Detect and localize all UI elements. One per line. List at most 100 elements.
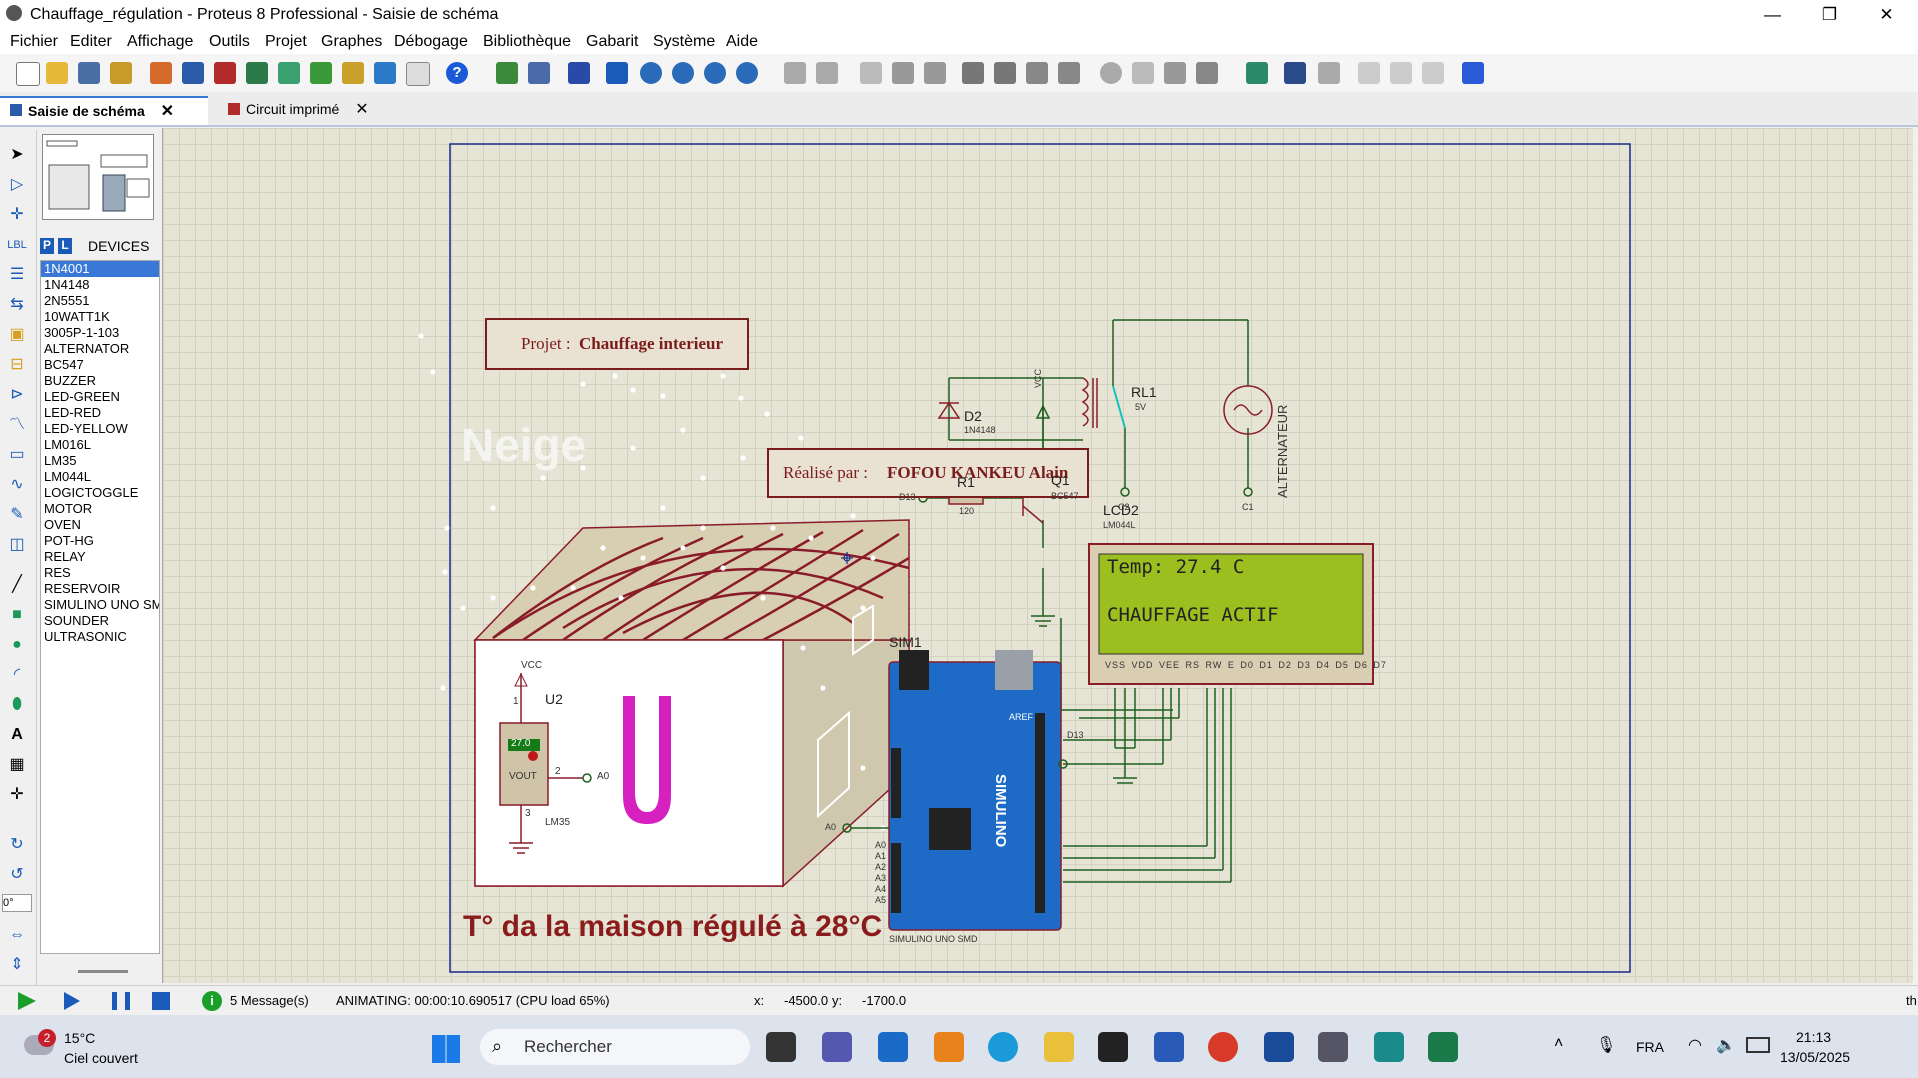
library-button[interactable]: L	[58, 238, 72, 254]
zoom-out-icon[interactable]	[672, 62, 694, 84]
schematic-icon[interactable]	[182, 62, 204, 84]
terminals-icon[interactable]: ⊟	[10, 356, 24, 373]
device-list-item[interactable]: LM35	[44, 453, 77, 468]
store-icon[interactable]	[878, 1032, 908, 1062]
device-list-item[interactable]: BC547	[44, 357, 84, 372]
language-indicator[interactable]: FRA	[1636, 1039, 1664, 1055]
help-icon[interactable]: ?	[446, 62, 468, 84]
device-list-item[interactable]: RESERVOIR	[44, 581, 121, 596]
path-icon[interactable]: ⬮	[11, 696, 23, 713]
chevron-up-icon[interactable]: ˄	[1554, 1035, 1564, 1052]
device-list-item[interactable]: LOGICTOGGLE	[44, 485, 139, 500]
file-explorer-icon[interactable]	[1044, 1032, 1074, 1062]
edge-icon[interactable]	[988, 1032, 1018, 1062]
text-icon[interactable]: A	[11, 726, 23, 743]
menu-graphes[interactable]: Graphes	[321, 33, 383, 50]
gerber-icon[interactable]	[310, 62, 332, 84]
device-list-item[interactable]: LM044L	[44, 469, 91, 484]
virtual-instrument-icon[interactable]: ◫	[9, 536, 25, 553]
refresh-icon[interactable]	[496, 62, 518, 84]
mirror-x-icon[interactable]: ⇔	[9, 926, 25, 943]
line-icon[interactable]: ╱	[12, 576, 22, 593]
paste-icon[interactable]	[924, 62, 946, 84]
messages-count[interactable]: 5 Message(s)	[230, 993, 309, 1008]
step-button[interactable]	[64, 992, 80, 1010]
close-tab-icon[interactable]: ✕	[160, 103, 175, 120]
new-sheet-icon[interactable]	[1358, 62, 1380, 84]
minimize-button[interactable]: —	[1764, 5, 1781, 24]
battery-icon[interactable]	[1746, 1037, 1770, 1053]
app-icon[interactable]	[1428, 1032, 1458, 1062]
schematic-canvas[interactable]: Projet : Chauffage interieur Réalisé par…	[162, 128, 1913, 983]
device-list-item[interactable]: RES	[44, 565, 71, 580]
component-mode-icon[interactable]: ▷	[10, 176, 24, 193]
package-icon[interactable]	[1164, 62, 1186, 84]
close-button[interactable]: ✕	[1879, 5, 1894, 24]
remove-sheet-icon[interactable]	[1390, 62, 1412, 84]
microphone-icon[interactable]: 🎙	[1596, 1037, 1617, 1054]
volume-icon[interactable]: 🔈	[1716, 1037, 1736, 1054]
mirror-y-icon[interactable]: ⇕	[10, 956, 24, 973]
undo-icon[interactable]	[784, 62, 806, 84]
menu-fichier[interactable]: Fichier	[10, 33, 59, 50]
menu-outils[interactable]: Outils	[209, 33, 250, 50]
open-folder-icon[interactable]	[46, 62, 68, 84]
voltage-probe-icon[interactable]: ✎	[10, 506, 24, 523]
make-device-icon[interactable]	[1132, 62, 1154, 84]
play-button[interactable]	[18, 992, 36, 1010]
device-list-item[interactable]: LM016L	[44, 437, 91, 452]
tab-saisie-de-schema[interactable]: Saisie de schéma ✕	[0, 96, 208, 125]
wire-autorouter-icon[interactable]	[1246, 62, 1268, 84]
junction-dot-icon[interactable]: ✛	[10, 206, 24, 223]
menu-aide[interactable]: Aide	[726, 33, 759, 50]
menu-debogage[interactable]: Débogage	[394, 33, 468, 50]
search-tag-icon[interactable]	[1284, 62, 1306, 84]
box-icon[interactable]: ■	[12, 606, 22, 623]
rotate-cw-icon[interactable]: ↻	[10, 836, 24, 853]
menu-systeme[interactable]: Système	[653, 33, 716, 50]
import-icon[interactable]	[110, 62, 132, 84]
search-part-icon[interactable]	[1100, 62, 1122, 84]
device-list-item[interactable]: 3005P-1-103	[44, 325, 120, 340]
stop-button[interactable]	[152, 992, 170, 1010]
close-tab-icon[interactable]: ✕	[355, 101, 369, 118]
device-list-item[interactable]: POT-HG	[44, 533, 94, 548]
document-icon[interactable]	[406, 62, 430, 86]
tab-circuit-imprime[interactable]: Circuit imprimé ✕	[218, 96, 406, 123]
menu-editer[interactable]: Editer	[70, 33, 112, 50]
device-list-item[interactable]: 2N5551	[44, 293, 90, 308]
device-list-item[interactable]: LED-YELLOW	[44, 421, 128, 436]
graph-icon[interactable]: 〽	[8, 416, 25, 433]
vlc-icon[interactable]	[934, 1032, 964, 1062]
device-list-item[interactable]: LED-GREEN	[44, 389, 120, 404]
device-pins-icon[interactable]: ⊳	[10, 386, 24, 403]
buses-icon[interactable]: ⇆	[10, 296, 24, 313]
calculator-icon[interactable]	[1264, 1032, 1294, 1062]
goto-sheet-icon[interactable]	[1422, 62, 1444, 84]
device-list-item[interactable]: ALTERNATOR	[44, 341, 130, 356]
author-label-box[interactable]: Réalisé par : FOFOU KANKEU Alain	[767, 448, 1089, 498]
property-icon[interactable]	[1318, 62, 1340, 84]
block-move-icon[interactable]	[994, 62, 1016, 84]
device-list-item[interactable]: RELAY	[44, 549, 86, 564]
device-list-item[interactable]: OVEN	[44, 517, 81, 532]
new-file-icon[interactable]	[16, 62, 40, 86]
block-delete-icon[interactable]	[1058, 62, 1080, 84]
home-icon[interactable]	[150, 62, 172, 84]
search-box[interactable]: ⌕ Rechercher	[480, 1029, 750, 1065]
generator-icon[interactable]: ∿	[10, 476, 24, 493]
project-label-box[interactable]: Projet : Chauffage interieur	[485, 318, 749, 370]
wire-label-icon[interactable]: LBL	[7, 239, 27, 251]
pick-device-button[interactable]: P	[40, 238, 54, 254]
origin-icon[interactable]	[568, 62, 590, 84]
device-list-scrollbar[interactable]	[78, 970, 128, 973]
text-script-icon[interactable]: ☰	[9, 266, 25, 283]
3d-icon[interactable]	[278, 62, 300, 84]
pan-icon[interactable]	[606, 62, 628, 84]
menu-gabarit[interactable]: Gabarit	[586, 33, 639, 50]
tape-recorder-icon[interactable]: ▭	[9, 446, 25, 463]
menu-affichage[interactable]: Affichage	[127, 33, 194, 50]
menu-projet[interactable]: Projet	[265, 33, 307, 50]
task-view-icon[interactable]	[766, 1032, 796, 1062]
